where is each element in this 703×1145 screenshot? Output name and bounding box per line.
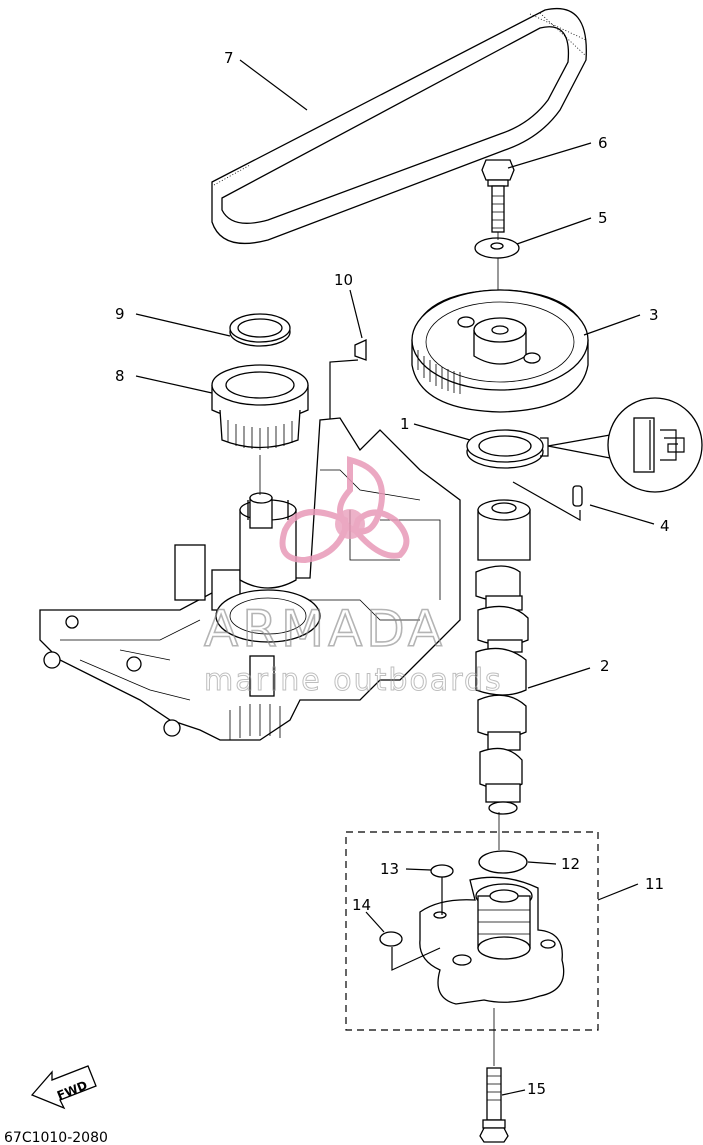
callout-5: 5 bbox=[598, 209, 608, 227]
bearing-housing-part bbox=[211, 364, 309, 450]
callout-14: 14 bbox=[352, 896, 371, 914]
diagram-code: 67C1010-2080 bbox=[4, 1130, 108, 1145]
bolt-part bbox=[481, 159, 515, 233]
alignment-lines bbox=[259, 232, 500, 1066]
callout-12: 12 bbox=[561, 855, 580, 873]
watermark: ARMADA marine outboards bbox=[203, 456, 503, 699]
callout-3: 3 bbox=[649, 306, 659, 324]
callout-1: 1 bbox=[400, 415, 410, 433]
callout-13: 13 bbox=[380, 860, 399, 878]
timing-belt-part bbox=[211, 8, 587, 244]
callout-6: 6 bbox=[598, 134, 608, 152]
o-ring-14-part bbox=[379, 931, 403, 947]
callout-10: 10 bbox=[334, 271, 353, 289]
callout-8: 8 bbox=[115, 367, 125, 385]
pump-bolt-part bbox=[479, 1067, 509, 1143]
callout-11: 11 bbox=[645, 875, 664, 893]
watermark-brand: ARMADA bbox=[204, 600, 446, 658]
o-ring-13-part bbox=[430, 864, 454, 878]
callout-9: 9 bbox=[115, 305, 125, 323]
callout-labels: 7 6 5 3 9 8 10 1 4 2 11 12 13 14 15 bbox=[115, 49, 670, 1098]
dowel-pin-part bbox=[512, 481, 583, 522]
camshaft-part bbox=[475, 499, 531, 815]
key-part bbox=[329, 338, 367, 432]
callout-15: 15 bbox=[527, 1080, 546, 1098]
forward-arrow-icon: FWD bbox=[30, 1065, 97, 1110]
oil-pump-assembly bbox=[345, 831, 599, 1031]
callout-7: 7 bbox=[224, 49, 234, 67]
driven-pulley-part bbox=[411, 289, 589, 413]
washer-part bbox=[474, 237, 520, 259]
seal-ring-part bbox=[229, 313, 291, 347]
callout-4: 4 bbox=[660, 517, 670, 535]
assembly-dashed-box bbox=[345, 831, 599, 1031]
watermark-tagline: marine outboards bbox=[204, 663, 503, 698]
oil-seal-part bbox=[466, 429, 549, 469]
cylinder-block-part bbox=[39, 417, 461, 741]
watermark-logo bbox=[279, 456, 410, 564]
o-ring-12-part bbox=[478, 850, 528, 874]
callout-2: 2 bbox=[600, 657, 610, 675]
detail-inset bbox=[547, 397, 703, 493]
leader-lines bbox=[135, 59, 655, 1096]
